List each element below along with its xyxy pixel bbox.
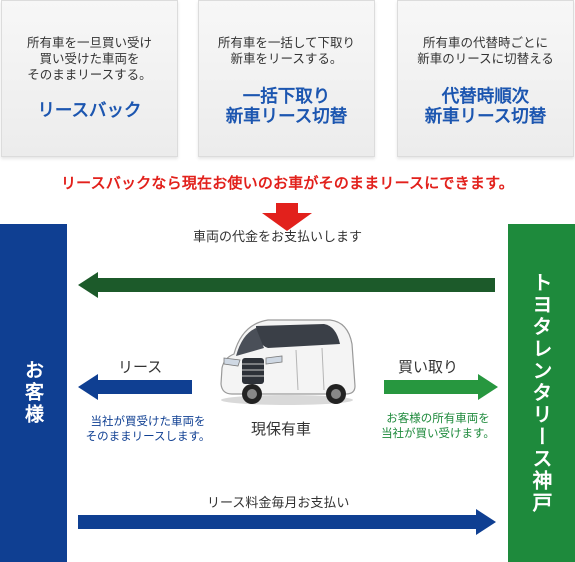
- lease-arrow-icon: [78, 374, 192, 400]
- customer-bar: お客様: [0, 224, 67, 562]
- buy-arrow-icon: [384, 374, 498, 400]
- option-description: 所有車の代替時ごとに 新車のリースに切替える: [417, 35, 554, 66]
- payment-arrow-icon: [78, 272, 495, 298]
- payment-for-vehicle-label: 車両の代金をお支払いします: [193, 230, 363, 245]
- option-title: リースバック: [37, 101, 142, 121]
- option-title: 代替時順次 新車リース切替: [424, 87, 547, 127]
- down-arrow-icon: [262, 203, 312, 231]
- buy-label: 買い取り: [398, 358, 459, 376]
- option-description: 所有車を一括して下取り 新車をリースする。: [217, 35, 356, 66]
- monthly-payment-label: リース料金毎月お支払い: [207, 496, 350, 511]
- buy-note: お客様の所有車両を 当社が買い受けます。: [381, 411, 495, 440]
- option-lease-back: 所有車を一旦買い受け 買い受けた車両を そのままリースする。 リースバック: [1, 0, 178, 157]
- car-icon: [220, 319, 356, 405]
- option-description: 所有車を一旦買い受け 買い受けた車両を そのままリースする。: [26, 35, 152, 82]
- option-title: 一括下取り 新車リース切替: [225, 87, 348, 127]
- lease-note: 当社が買受けた車両を そのままリースします。: [85, 414, 211, 443]
- vehicle-caption: 現保有車: [251, 420, 312, 438]
- company-bar: トヨタレンタリース神戸: [508, 224, 575, 562]
- company-label: トヨタレンタリース神戸: [529, 272, 553, 514]
- option-sequential-switch: 所有車の代替時ごとに 新車のリースに切替える 代替時順次 新車リース切替: [397, 0, 574, 157]
- headline: リースバックなら現在お使いのお車がそのままリースにできます。: [60, 174, 514, 192]
- lease-label: リース: [118, 358, 163, 376]
- option-bulk-trade-in: 所有車を一括して下取り 新車をリースする。 一括下取り 新車リース切替: [198, 0, 375, 157]
- customer-label: お客様: [22, 360, 44, 426]
- monthly-payment-arrow-icon: [78, 509, 496, 535]
